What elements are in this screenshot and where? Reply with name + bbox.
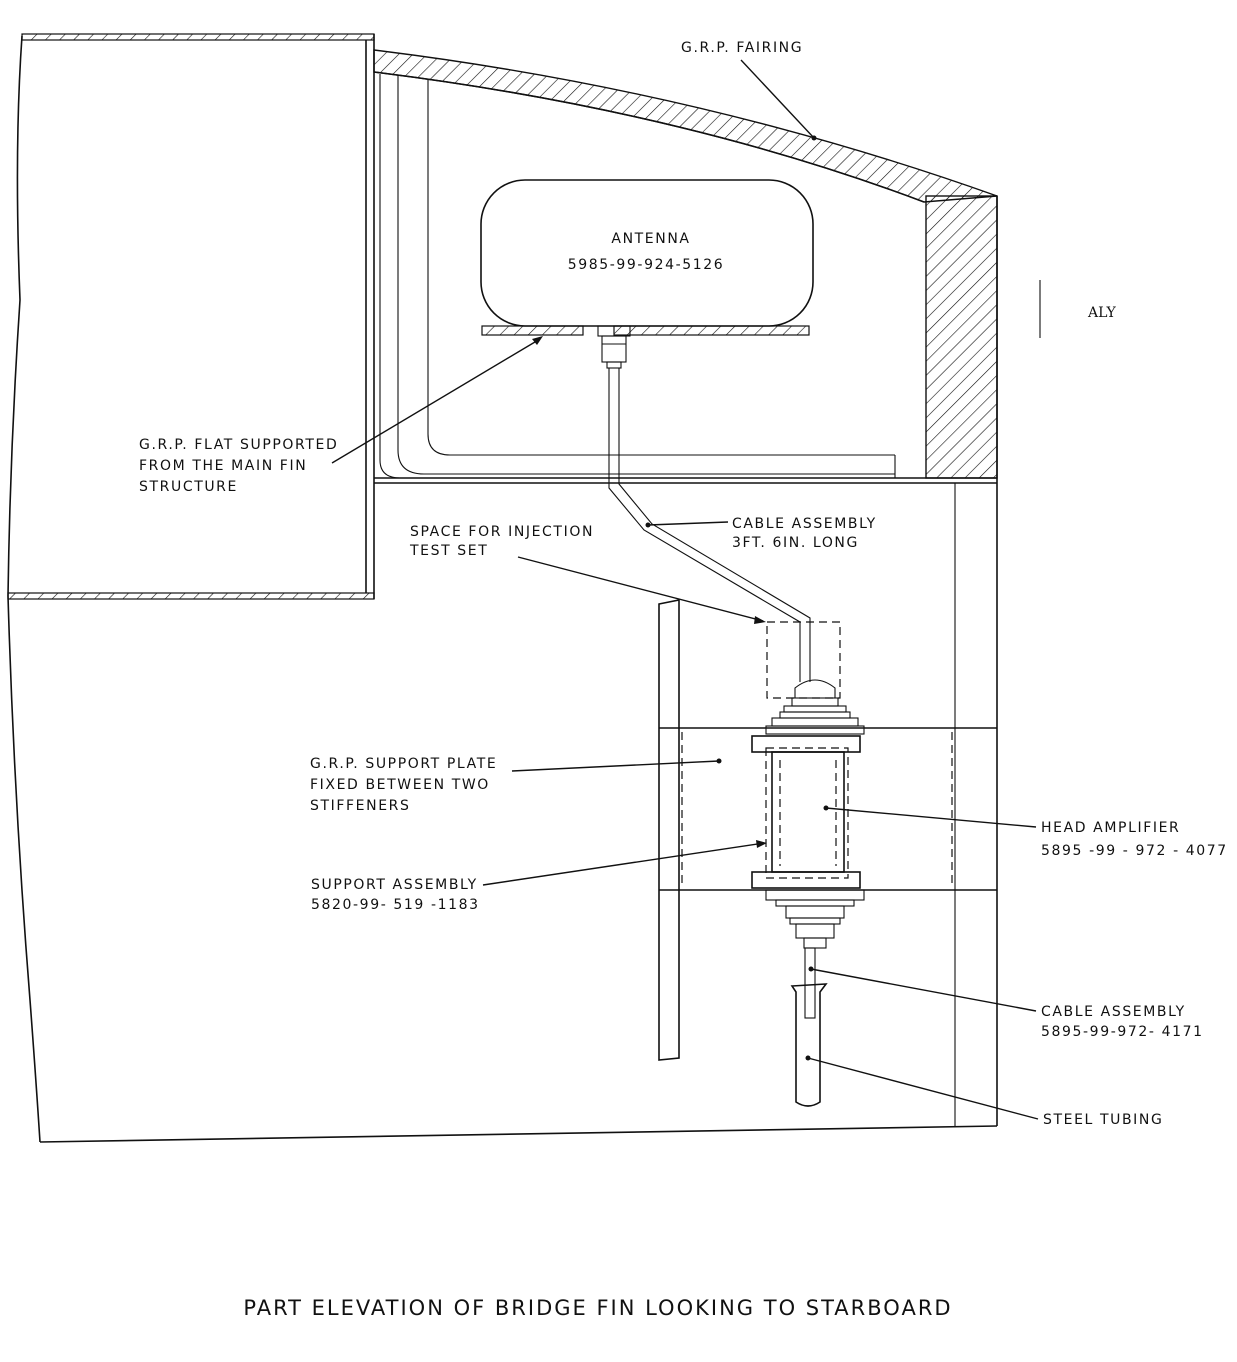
- antenna-part-number: 5985-99-924-5126: [568, 257, 725, 273]
- head-amplifier-label-name: HEAD AMPLIFIER: [1041, 820, 1180, 836]
- support-plate-label-line1: G.R.P. SUPPORT PLATE: [310, 756, 497, 772]
- drawing-caption: PART ELEVATION OF BRIDGE FIN LOOKING TO …: [243, 1296, 952, 1320]
- support-plate-label-line3: STIFFENERS: [310, 798, 410, 814]
- head-amplifier-assembly: [751, 679, 865, 949]
- support-assembly-label-name: SUPPORT ASSEMBLY: [311, 877, 478, 893]
- lower-cable-label: CABLE ASSEMBLY 5895-99-972- 4171: [1041, 1004, 1204, 1040]
- steel-tubing-label: STEEL TUBING: [1043, 1112, 1163, 1128]
- antenna-name-label: ANTENNA: [611, 231, 690, 247]
- upper-cable-label-line1: CABLE ASSEMBLY: [732, 516, 877, 532]
- lower-cable-assembly: [804, 947, 816, 1019]
- upper-cable-assembly: [608, 368, 811, 682]
- main-fin-structure: [7, 33, 375, 600]
- head-amplifier-label-part: 5895 -99 - 972 - 4077: [1041, 843, 1228, 859]
- grp-flat-label-line3: STRUCTURE: [139, 479, 238, 495]
- antenna-connector: [597, 325, 631, 369]
- upper-cable-label: CABLE ASSEMBLY 3FT. 6IN. LONG: [732, 516, 877, 551]
- steel-tubing: [790, 983, 828, 1107]
- injection-space-label: SPACE FOR INJECTION TEST SET: [409, 524, 594, 559]
- antenna: ANTENNA 5985-99-924-5126: [480, 179, 814, 327]
- grp-fairing-label: G.R.P. FAIRING: [681, 40, 803, 56]
- fairing-inner-lining: [379, 74, 926, 479]
- upper-cable-label-line2: 3FT. 6IN. LONG: [732, 535, 859, 551]
- lower-cable-label-name: CABLE ASSEMBLY: [1041, 1004, 1186, 1020]
- fairing-side-wall: [925, 195, 998, 479]
- grp-flat: [481, 325, 810, 336]
- lower-cable-label-part: 5895-99-972- 4171: [1041, 1024, 1204, 1040]
- stiffeners: [658, 599, 997, 1061]
- fin-deck: [374, 477, 997, 1126]
- support-assembly-label: SUPPORT ASSEMBLY 5820-99- 519 -1183: [311, 877, 480, 913]
- support-plate-label: G.R.P. SUPPORT PLATE FIXED BETWEEN TWO S…: [310, 756, 497, 814]
- aly-mark: ALY: [1087, 305, 1117, 321]
- leader-lines: [331, 59, 1039, 1120]
- grp-flat-label: G.R.P. FLAT SUPPORTED FROM THE MAIN FIN …: [139, 437, 338, 495]
- grp-flat-label-line2: FROM THE MAIN FIN: [139, 458, 307, 474]
- injection-space-label-line2: TEST SET: [409, 543, 488, 559]
- injection-test-set-space: [766, 621, 841, 699]
- head-amplifier-label: HEAD AMPLIFIER 5895 -99 - 972 - 4077: [1041, 820, 1228, 859]
- support-assembly-label-part: 5820-99- 519 -1183: [311, 897, 480, 913]
- injection-space-label-line1: SPACE FOR INJECTION: [410, 524, 594, 540]
- support-plate-label-line2: FIXED BETWEEN TWO: [310, 777, 490, 793]
- grp-flat-label-line1: G.R.P. FLAT SUPPORTED: [139, 437, 338, 453]
